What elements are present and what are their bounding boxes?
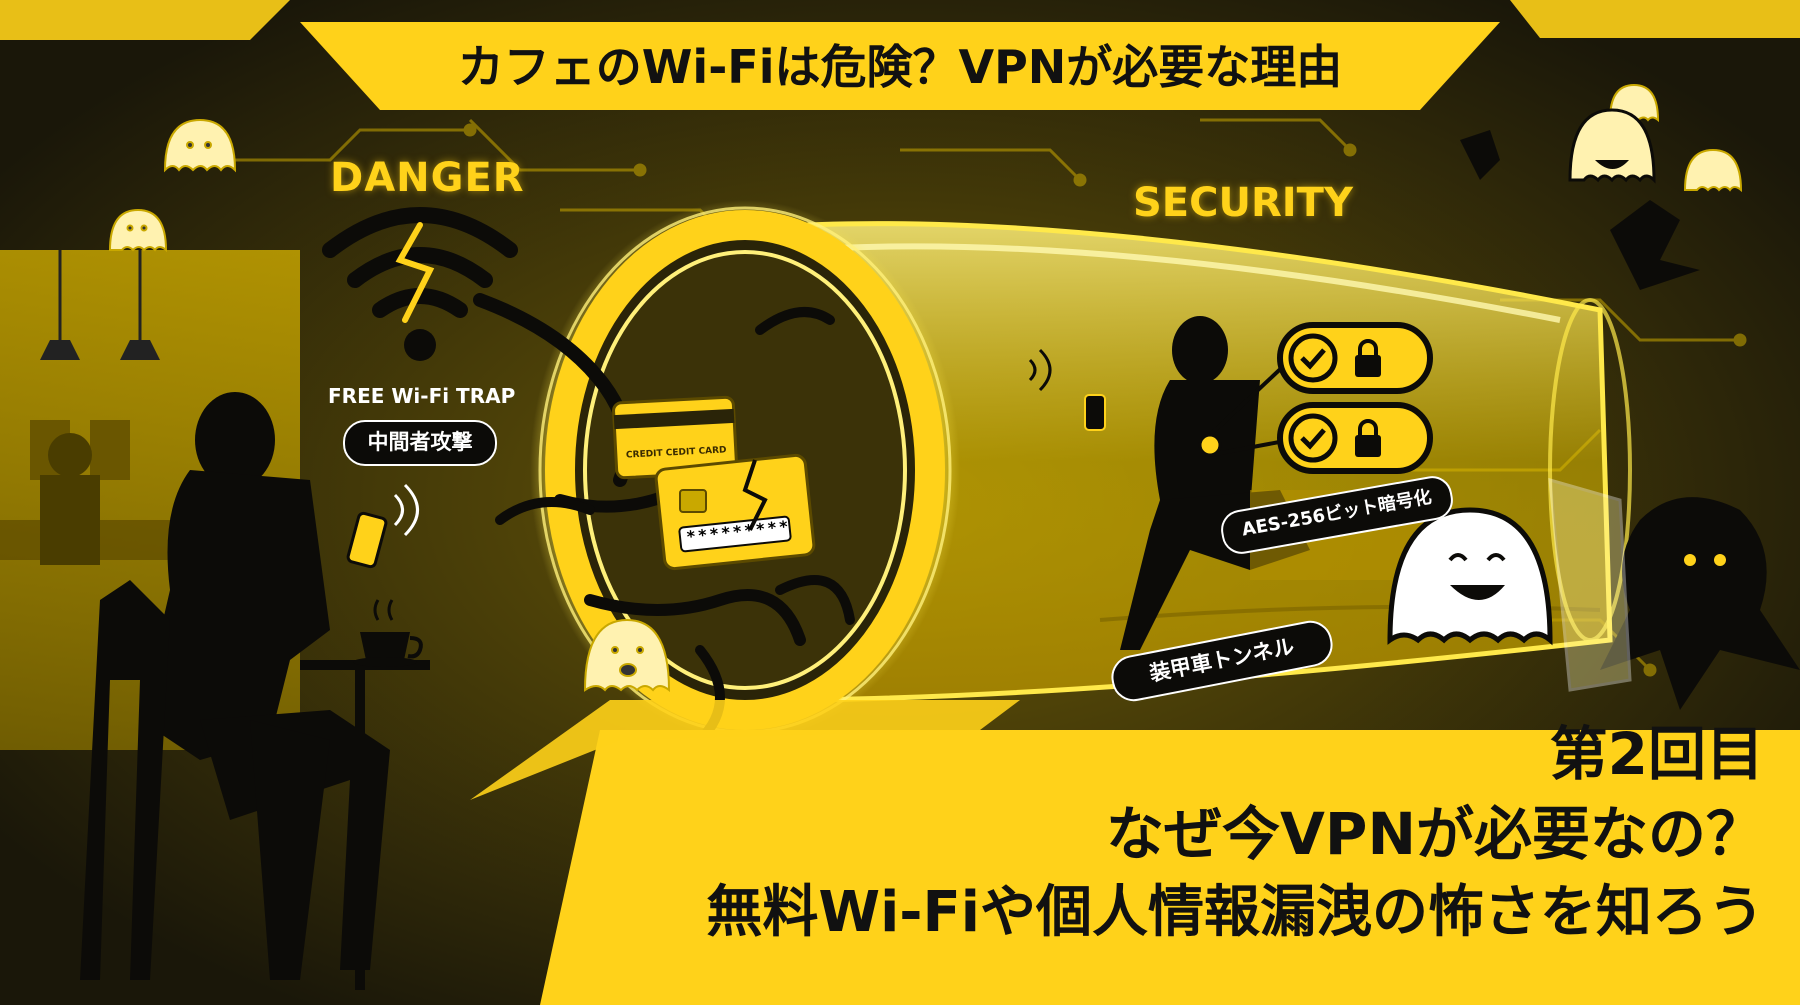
headline-primary: なぜ今VPNが必要なの？	[1106, 800, 1764, 868]
danger-label: DANGER	[330, 155, 525, 201]
happy-ghost-icon	[1387, 108, 1656, 646]
page-title: カフェのWi-Fiは危険？VPNが必要な理由	[457, 40, 1343, 94]
smartphone-icon	[346, 483, 419, 569]
lock-icon	[1355, 339, 1381, 457]
episode-number: 第2回目	[1549, 720, 1764, 788]
security-status-capsules	[1198, 322, 1433, 474]
broken-wifi-icon	[322, 207, 518, 361]
mitm-attack-badge: 中間者攻撃	[343, 420, 497, 466]
bottom-title-band	[540, 730, 1800, 1005]
bottom-title: 第2回目 なぜ今VPNが必要なの？ 無料Wi-Fiや個人情報漏洩の怖さを知ろう	[706, 725, 1764, 941]
free-wifi-trap-label: FREE Wi-Fi TRAP	[328, 384, 516, 408]
check-icon	[1288, 333, 1338, 463]
ghost-icon	[108, 83, 1743, 253]
security-label: SECURITY	[1133, 180, 1353, 226]
shadow-attacker	[1460, 130, 1800, 710]
headline-secondary: 無料Wi-Fiや個人情報漏洩の怖さを知ろう	[706, 880, 1764, 945]
woman-silhouette-cafe	[80, 392, 430, 990]
coffee-cup-icon	[353, 599, 423, 667]
credit-card-icon	[612, 395, 816, 571]
scared-ghost-icon	[583, 618, 671, 693]
header-band	[300, 22, 1500, 110]
shield-panel	[1548, 477, 1632, 692]
